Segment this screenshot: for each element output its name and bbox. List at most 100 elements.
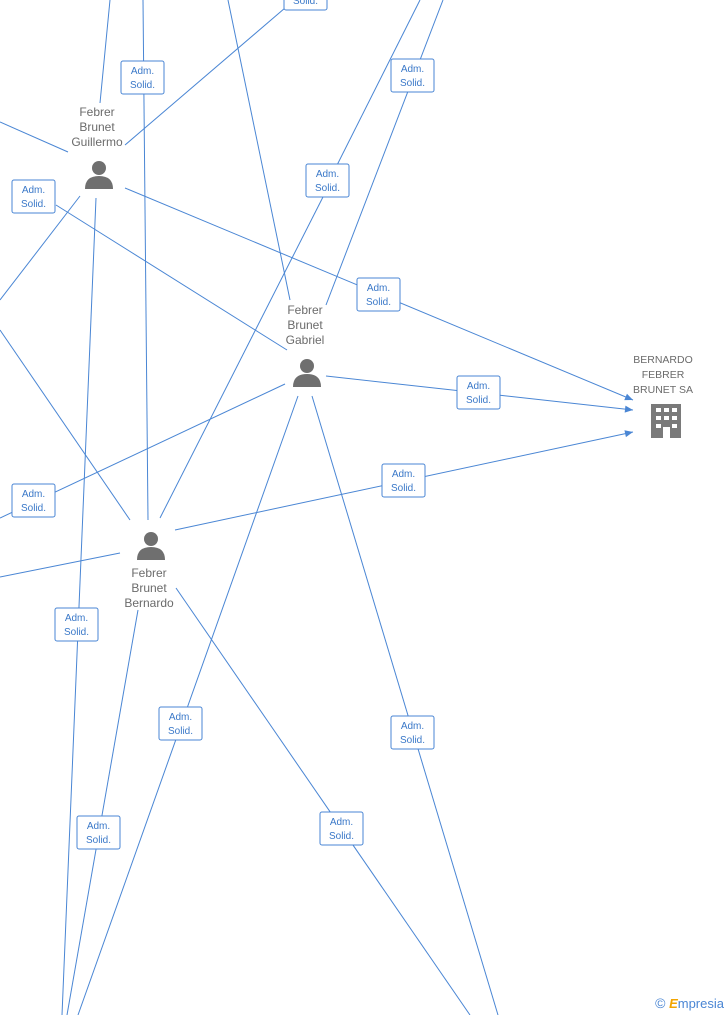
badges: Adm. Solid. Adm. Solid. Adm. Solid. Adm. Solid.… <box>11 0 501 850</box>
person-name-line-1: Febrer <box>79 105 114 119</box>
relation-badge-role: Adm. <box>316 169 339 180</box>
relation-badge-role: Adm. <box>367 283 390 294</box>
person-node-guillermo[interactable]: Febrer Brunet Guillermo <box>71 105 123 189</box>
relation-edge <box>0 195 81 301</box>
arrowhead-icon <box>624 430 633 438</box>
relation-badge-role: Adm. <box>467 381 490 392</box>
relation-badge[interactable]: Adm. Solid. <box>305 163 350 198</box>
relation-badge-type: Solid. <box>64 627 89 638</box>
person-icon <box>137 532 165 560</box>
relation-badge-role: Adm. <box>392 469 415 480</box>
relation-badge[interactable]: Adm. Solid. <box>390 58 435 93</box>
relation-badge-type: Solid. <box>130 80 155 91</box>
company-name-line-2: FEBRER <box>642 369 685 381</box>
relation-edge <box>66 609 139 1015</box>
relation-edge <box>321 0 421 196</box>
person-node-bernardo[interactable]: Febrer Brunet Bernardo <box>124 532 174 610</box>
relation-badge[interactable]: Adm. Solid. <box>120 60 165 95</box>
relation-edge <box>0 121 69 153</box>
relation-badge-role: Adm. <box>401 721 424 732</box>
relation-badge[interactable]: Solid. <box>283 0 328 11</box>
relation-edge <box>61 197 97 1015</box>
relation-badge[interactable]: Adm. Solid. <box>158 706 203 741</box>
relation-badge[interactable]: Adm. Solid. <box>456 375 501 410</box>
relation-badge-role: Adm. <box>87 821 110 832</box>
relation-badge-role: Adm. <box>330 817 353 828</box>
relation-edge <box>124 7 286 146</box>
relation-badge[interactable]: Adm. Solid. <box>356 277 401 312</box>
relation-edge <box>325 0 444 306</box>
relation-badge-box <box>11 483 56 518</box>
relation-badge[interactable]: Adm. Solid. <box>11 483 56 518</box>
person-icon <box>85 161 113 189</box>
relation-badge-type: Solid. <box>21 199 46 210</box>
relation-badge[interactable]: Adm. Solid. <box>319 811 364 846</box>
relation-badge-box <box>120 60 165 95</box>
relation-badge-box <box>54 607 99 642</box>
relation-badge-type: Solid. <box>391 483 416 494</box>
person-node-gabriel[interactable]: Febrer Brunet Gabriel <box>286 303 325 387</box>
company-name-line-1: BERNARDO <box>633 354 693 366</box>
relation-badge-box <box>356 277 401 312</box>
building-icon <box>651 404 681 438</box>
relation-badge[interactable]: Adm. Solid. <box>390 715 435 750</box>
edges <box>0 0 634 1015</box>
person-name-line-1: Febrer <box>287 303 322 317</box>
relation-badge-box <box>456 375 501 410</box>
relation-edge <box>77 395 299 1015</box>
relation-badge-role: Adm. <box>401 64 424 75</box>
relation-badge-box <box>319 811 364 846</box>
relation-badge[interactable]: Adm. Solid. <box>54 607 99 642</box>
relation-badge-type: Solid. <box>400 735 425 746</box>
relation-badge-box <box>381 463 426 498</box>
person-name-line-1: Febrer <box>131 566 166 580</box>
relation-badge-box <box>283 0 328 11</box>
person-name-line-2: Brunet <box>131 581 167 595</box>
relation-badge-role: Adm. <box>65 613 88 624</box>
brand-name: mpresia <box>677 996 724 1011</box>
relation-badge-box <box>11 179 56 214</box>
relation-badge-type: Solid. <box>366 297 391 308</box>
relation-badge-box <box>390 715 435 750</box>
relation-badge-type: Solid. <box>168 726 193 737</box>
relation-edge <box>0 552 121 578</box>
relation-badge-type: Solid. <box>293 0 318 7</box>
relation-badge-role: Adm. <box>131 66 154 77</box>
person-name-line-2: Brunet <box>287 318 323 332</box>
relation-badge-type: Solid. <box>315 183 340 194</box>
person-name-line-3: Gabriel <box>286 333 325 347</box>
arrowhead-icon <box>624 393 633 401</box>
brand-watermark[interactable]: © Empresia <box>655 995 724 1011</box>
relation-edge <box>159 194 325 519</box>
person-name-line-3: Bernardo <box>124 596 174 610</box>
relation-badge-box <box>76 815 121 850</box>
relation-badge-role: Adm. <box>169 712 192 723</box>
person-name-line-3: Guillermo <box>71 135 123 149</box>
relation-badge-type: Solid. <box>466 395 491 406</box>
relation-badge-box <box>305 163 350 198</box>
relation-badge-type: Solid. <box>329 831 354 842</box>
relation-badge-type: Solid. <box>400 78 425 89</box>
relation-edge <box>175 587 471 1015</box>
company-name-line-3: BRUNET SA <box>633 384 693 396</box>
relation-edge <box>311 395 499 1015</box>
relation-badge[interactable]: Adm. Solid. <box>76 815 121 850</box>
relation-badge-type: Solid. <box>86 835 111 846</box>
relation-badge-type: Solid. <box>21 503 46 514</box>
relation-badge-box <box>158 706 203 741</box>
relation-badge[interactable]: Adm. Solid. <box>11 179 56 214</box>
relation-edge <box>227 0 291 301</box>
company-node[interactable]: BERNARDO FEBRER BRUNET SA <box>633 354 693 438</box>
relation-badge-role: Adm. <box>22 489 45 500</box>
arrowhead-icon <box>624 405 633 413</box>
relation-edge <box>0 329 131 521</box>
person-name-line-2: Brunet <box>79 120 115 134</box>
relation-badge[interactable]: Adm. Solid. <box>381 463 426 498</box>
relation-badge-role: Adm. <box>22 185 45 196</box>
relation-badge-box <box>390 58 435 93</box>
copyright-icon: © <box>655 995 666 1011</box>
person-icon <box>293 359 321 387</box>
brand-initial: E <box>669 996 678 1011</box>
relation-edge <box>99 0 111 104</box>
